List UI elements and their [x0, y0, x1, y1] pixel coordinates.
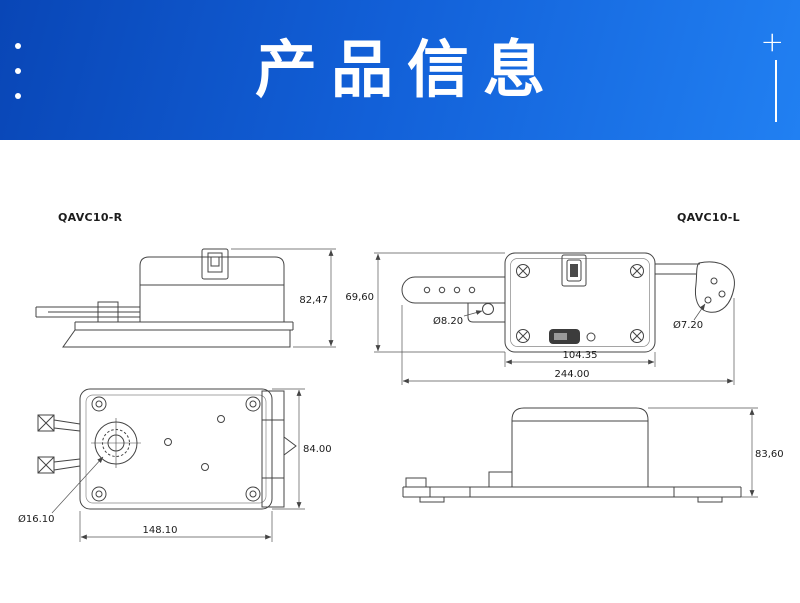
dimension-top-height — [374, 252, 505, 353]
dot-icon — [15, 68, 21, 74]
body-inner-line — [85, 394, 267, 504]
dim-hole-right-text: Ø7.20 — [673, 319, 703, 331]
right-bracket-arm — [655, 261, 735, 313]
drawing-plan-view — [37, 388, 297, 510]
page-title: 产品信息 — [254, 33, 559, 106]
side-bracket-edge — [261, 390, 297, 508]
hole-8-20 — [482, 303, 494, 315]
mounting-base — [62, 321, 294, 348]
clevis-lower — [37, 456, 81, 474]
body-inner-line — [510, 258, 650, 347]
leader-hole-left — [463, 310, 483, 317]
dim-side-r-height-text: 82,47 — [299, 295, 328, 306]
left-crank-arm — [401, 276, 505, 323]
side-block — [488, 471, 513, 488]
dim-top-height-text: 69,60 — [345, 292, 374, 303]
top-clip — [561, 254, 587, 287]
dimension-plan-height — [272, 388, 305, 510]
dim-plan-height-text: 84.00 — [303, 444, 332, 455]
spline-hub — [91, 418, 141, 468]
small-hole — [164, 438, 172, 446]
corner-screw — [91, 396, 261, 502]
top-clip — [201, 248, 229, 280]
leader-hole-right — [693, 303, 706, 321]
dimension-body-width — [504, 352, 656, 367]
dot-icon — [15, 93, 21, 99]
clevis-upper — [37, 414, 81, 432]
actuator-body — [511, 407, 649, 487]
dim-shaft-diameter-text: Ø16.10 — [18, 513, 55, 525]
dim-hole-left-text: Ø8.20 — [433, 315, 463, 327]
model-label-qavc10-r: QAVC10-R — [58, 211, 123, 224]
body-outline — [79, 388, 273, 510]
dim-side-l-height-text: 83,60 — [755, 449, 784, 460]
mounting-base — [402, 477, 742, 503]
dimension-overall-width — [401, 298, 735, 385]
dimension-side-r-height — [231, 248, 336, 348]
drawing-side-view-l — [402, 407, 742, 503]
drawing-side-view-r — [35, 248, 294, 348]
plus-icon: + — [760, 25, 784, 58]
dim-plan-width-text: 148.10 — [143, 525, 178, 536]
dots-decoration — [15, 43, 21, 99]
dim-overall-width-text: 244.00 — [555, 369, 590, 380]
small-hole — [217, 415, 225, 423]
drive-shaft — [35, 301, 140, 323]
leader-shaft-diameter — [51, 456, 104, 514]
dimension-plan-width — [79, 511, 273, 542]
vertical-line-decoration — [775, 60, 777, 122]
connector-switch — [549, 329, 596, 344]
dimension-side-l-height — [648, 407, 758, 498]
corner-screw — [516, 264, 644, 343]
dim-body-width-text: 104.35 — [563, 350, 598, 361]
banner: 产品信息 + — [0, 0, 800, 140]
small-hole — [201, 463, 209, 471]
actuator-body — [139, 256, 285, 322]
model-label-qavc10-l: QAVC10-L — [677, 211, 740, 224]
drawing-top-view-l — [401, 252, 735, 353]
dot-icon — [15, 43, 21, 49]
